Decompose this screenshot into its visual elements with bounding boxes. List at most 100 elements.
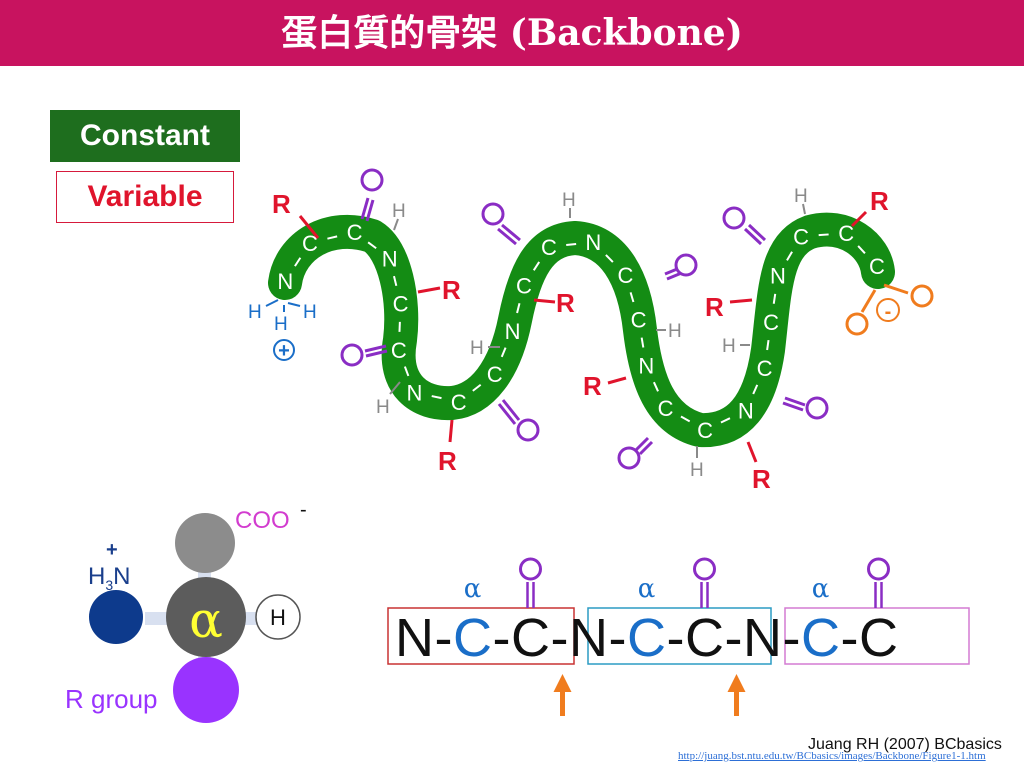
backbone-atom: C <box>516 273 532 298</box>
hydrogen-label: H <box>470 338 484 359</box>
r-group-label: R group <box>65 684 158 714</box>
legend-constant: Constant <box>50 110 240 162</box>
chain-atom: C <box>859 608 898 668</box>
alpha-label: α <box>638 574 656 604</box>
backbone-atom: C <box>757 356 773 381</box>
hydrogen-label: H <box>270 605 286 630</box>
hydrogen-label: H <box>794 186 808 207</box>
backbone-atom: C <box>487 362 503 387</box>
chain-bond: - <box>667 608 685 668</box>
chain-bond: - <box>841 608 859 668</box>
backbone-bond <box>327 235 338 240</box>
peptide-arrow-head <box>553 674 572 692</box>
chain-atom: C <box>685 608 724 668</box>
backbone-bond <box>393 275 398 287</box>
backbone-bond <box>786 251 793 261</box>
carboxyl-ball <box>175 513 235 573</box>
hydrogen-label: H <box>668 321 682 342</box>
r-group-label: R <box>705 292 724 322</box>
chain-atom: N <box>743 608 782 668</box>
backbone-atom: C <box>658 396 674 421</box>
alpha-carbon-label: α <box>189 591 223 649</box>
amide-hydrogens: H H H H H H H H <box>376 186 808 481</box>
chain-atom: C <box>453 608 492 668</box>
chain-bond: - <box>609 608 627 668</box>
backbone-atom: N <box>505 319 521 344</box>
source-link[interactable]: http://juang.bst.ntu.edu.tw/BCbasics/ima… <box>678 750 986 762</box>
residue-box-3 <box>784 607 970 665</box>
backbone-atom: C <box>793 224 809 249</box>
backbone-atom: C <box>393 292 409 317</box>
r-groups: R R R R R R R R <box>272 186 889 494</box>
credit-text: Juang RH (2007) BCbasics <box>808 736 1002 753</box>
page-title: 蛋白質的骨架 (Backbone) <box>281 12 743 54</box>
backbone-bond <box>472 383 482 392</box>
coo-label: COO <box>235 507 290 534</box>
oxygen-atoms <box>340 168 829 470</box>
amine-terminus: H H H + <box>248 299 317 362</box>
backbone-bond <box>403 366 410 377</box>
alpha-carbon-ball <box>166 577 246 657</box>
backbone-bond <box>500 347 507 358</box>
backbone-atom: N <box>770 264 786 289</box>
backbone-bond <box>652 381 659 392</box>
r-group-ball <box>173 657 239 723</box>
coo-charge: - <box>300 499 307 521</box>
r-group-label: R <box>442 275 461 305</box>
backbone-atom: C <box>617 263 633 288</box>
hydrogen-ball <box>255 594 301 640</box>
backbone-atom: C <box>391 338 407 363</box>
r-group-label: R <box>583 371 602 401</box>
amine-ball <box>89 590 143 644</box>
hydrogen-label: H <box>376 397 390 418</box>
carboxyl-terminus: - <box>845 283 934 336</box>
nh3-charge: + <box>106 539 118 561</box>
backbone-atom: C <box>347 220 363 245</box>
backbone-bond <box>857 245 866 254</box>
backbone-atom: C <box>697 418 713 443</box>
hydrogen-label: H <box>690 460 704 481</box>
r-group-label: R <box>752 464 771 494</box>
backbone-atom: C <box>631 308 647 333</box>
chain-oxygen <box>867 557 890 581</box>
residue-box-2 <box>587 607 772 665</box>
chain-bond: - <box>435 608 453 668</box>
chain-oxygen <box>519 557 542 581</box>
backbone-atom: C <box>869 254 885 279</box>
backbone-bond <box>818 233 829 237</box>
backbone-bond <box>752 384 759 395</box>
chain-atom: C <box>627 608 666 668</box>
backbone-bond <box>367 241 377 250</box>
residue-box-1 <box>387 607 575 665</box>
backbone-atom: N <box>738 399 754 424</box>
plus-sign: + <box>278 340 290 362</box>
backbone-bond <box>720 417 731 424</box>
r-group-label: R <box>870 186 889 216</box>
nh3-label: H3N <box>88 563 130 593</box>
chain-oxygen <box>693 557 716 581</box>
backbone-atom: C <box>763 310 779 335</box>
hydrogen-label: H <box>392 201 406 222</box>
backbone-bond <box>766 339 770 351</box>
title-bar: 蛋白質的骨架 (Backbone) <box>0 0 1024 66</box>
chain-bond: - <box>551 608 569 668</box>
backbone-bond <box>605 254 614 263</box>
backbone-bond <box>431 395 442 400</box>
legend-variable: Variable <box>56 171 234 223</box>
backbone-bond <box>566 242 577 246</box>
backbone-atom: C <box>838 221 854 246</box>
chain-atom: C <box>511 608 550 668</box>
alpha-carbon-model: α H H3N + COO - R group <box>65 499 307 723</box>
backbone-atom: N <box>277 269 293 294</box>
backbone-atom: C <box>451 390 467 415</box>
chain-bond: - <box>783 608 801 668</box>
backbone-bond <box>516 303 521 314</box>
backbone-atom: C <box>302 231 318 256</box>
hydrogen-label: H <box>722 336 736 357</box>
r-group-label: R <box>556 288 575 318</box>
amine-hydrogen: H <box>274 314 288 335</box>
backbone-atom: N <box>382 246 398 271</box>
